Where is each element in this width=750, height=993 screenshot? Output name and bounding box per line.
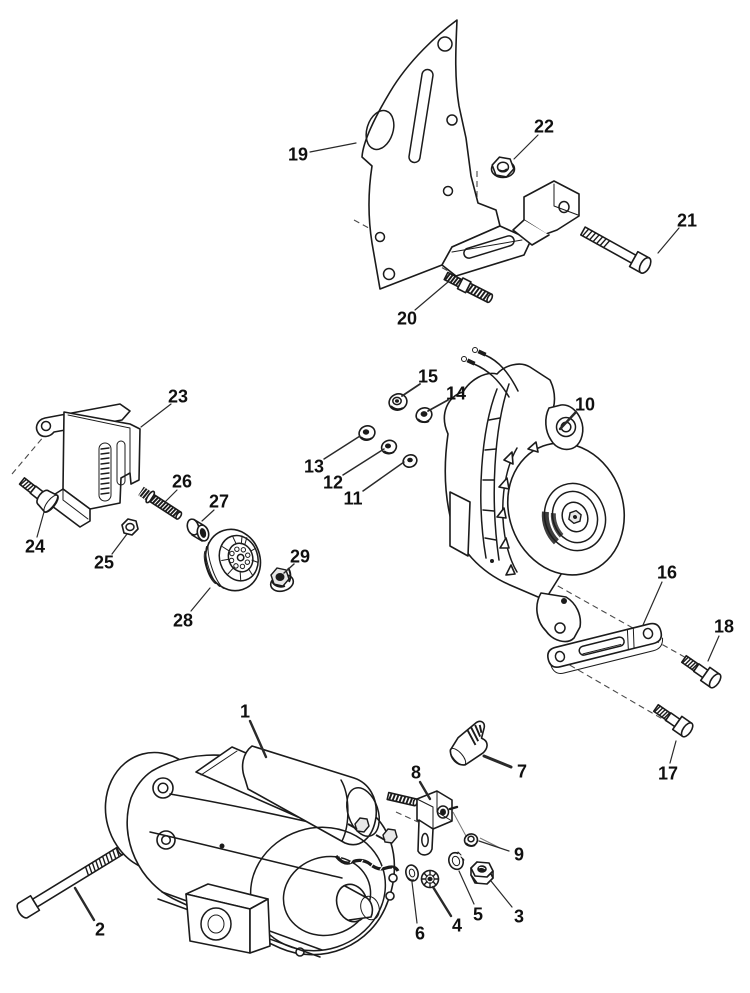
leader-line-15 <box>401 383 421 397</box>
leader-line-26 <box>164 489 178 503</box>
leader-line-6 <box>411 881 418 924</box>
callout-number-28-pulley: 28 <box>173 611 193 631</box>
washer-14-drawing <box>415 407 433 424</box>
leader-line-23 <box>140 403 172 428</box>
callout-number-6-flat-washer: 6 <box>415 924 425 944</box>
callout-number-9-flat-washer: 9 <box>514 845 524 865</box>
callout-number-5-lock-washer: 5 <box>473 905 483 925</box>
bolt-21-drawing <box>580 226 652 274</box>
callout-number-17-hex-bolt: 17 <box>658 764 678 784</box>
leader-line-28 <box>190 587 211 612</box>
callout-number-22-hex-nut: 22 <box>534 117 554 137</box>
bolt-24-drawing <box>18 477 59 513</box>
callout-number-1-starter-motor: 1 <box>240 702 250 722</box>
callout-number-19-mounting-bracket-plate: 19 <box>288 145 308 165</box>
bolt-2-drawing <box>16 845 124 919</box>
leader-line-16 <box>642 581 663 626</box>
nut-22-drawing <box>490 156 516 179</box>
leader-line-3 <box>490 880 513 908</box>
alternator-10-drawing <box>443 347 626 643</box>
callout-number-26-threaded-stud: 26 <box>172 472 192 492</box>
leader-line-17 <box>669 740 677 764</box>
callout-number-11-flat-washer: 11 <box>343 489 362 509</box>
callout-number-14-flat-washer: 14 <box>446 384 466 404</box>
leader-line-14 <box>427 399 449 412</box>
callout-number-10-alternator: 10 <box>575 395 595 415</box>
leader-line-22 <box>513 134 539 160</box>
callout-number-29-flange-locknut: 29 <box>290 547 310 567</box>
star-washer-4-drawing <box>420 869 440 889</box>
leader-line-20 <box>414 281 449 311</box>
bracket-23-drawing <box>35 403 141 528</box>
callout-number-23-alternator-bracket: 23 <box>168 387 188 407</box>
leader-line-18 <box>707 635 720 662</box>
callout-number-24-hex-bolt: 24 <box>25 537 45 557</box>
clip-bracket-drawing <box>512 180 580 246</box>
leader-line-21 <box>657 227 680 254</box>
brace-16-drawing <box>547 622 664 674</box>
callout-number-15-flange-nut: 15 <box>418 367 438 387</box>
callout-number-2-mounting-bolt-long: 2 <box>95 920 105 940</box>
callout-number-27-spacer-bushing: 27 <box>209 492 229 512</box>
nut-13-drawing <box>358 425 376 441</box>
callout-number-25-hex-nut: 25 <box>94 553 114 573</box>
leader-line-1 <box>248 719 268 759</box>
washer-11-drawing <box>402 454 418 468</box>
leader-line-24 <box>36 511 45 538</box>
lock-washer-5-drawing <box>448 851 466 871</box>
leader-line-10 <box>558 410 578 431</box>
bracket-8-drawing <box>416 790 459 856</box>
nut-15-drawing <box>388 393 408 411</box>
stud-20-drawing <box>443 271 494 304</box>
callout-number-16-support-brace: 16 <box>657 563 677 583</box>
callout-layer: 1234567891011121314151617181920212223242… <box>25 117 734 944</box>
starter-motor-1-drawing <box>104 745 419 958</box>
leader-line-2 <box>73 886 96 922</box>
leader-line-19 <box>309 142 357 153</box>
spacer-27-drawing <box>186 518 210 542</box>
leader-line-7 <box>482 754 513 769</box>
bolt-17-drawing <box>652 703 694 738</box>
leader-line-4 <box>431 885 453 918</box>
callout-number-8-terminal-bracket: 8 <box>411 763 421 783</box>
flange-nut-29-drawing <box>269 567 295 593</box>
callout-number-4-star-washer: 4 <box>452 916 462 936</box>
callout-number-7-rubber-boot: 7 <box>517 762 527 782</box>
nut-3-drawing <box>470 861 494 885</box>
callout-number-13-flange-nut: 13 <box>304 457 324 477</box>
callout-number-21-hex-bolt-long: 21 <box>677 211 697 231</box>
callout-number-12-flange-nut: 12 <box>323 473 343 493</box>
bolt-18-drawing <box>680 654 722 689</box>
boot-7-drawing <box>449 720 488 766</box>
leader-line-12 <box>342 448 385 476</box>
pulley-28-drawing <box>203 528 262 592</box>
nut-25-drawing <box>121 518 139 536</box>
leader-line-13 <box>323 435 361 460</box>
callout-number-20-double-ended-stud: 20 <box>397 309 417 329</box>
leader-line-9 <box>478 840 510 852</box>
stud-26-drawing <box>138 486 183 520</box>
leader-line-27 <box>201 509 215 522</box>
nut-12-drawing <box>380 439 398 455</box>
washer-6-drawing <box>405 864 419 882</box>
mounting-bracket-19-drawing <box>361 19 532 290</box>
leader-line-29 <box>283 563 295 574</box>
leader-line-25 <box>111 533 128 555</box>
leader-line-8 <box>418 780 432 801</box>
callout-number-18-hex-bolt: 18 <box>714 617 734 637</box>
washer-9-drawing <box>463 833 479 847</box>
leader-line-5 <box>458 870 475 905</box>
leader-line-11 <box>362 461 405 492</box>
callout-number-3-hex-nut: 3 <box>514 907 524 927</box>
